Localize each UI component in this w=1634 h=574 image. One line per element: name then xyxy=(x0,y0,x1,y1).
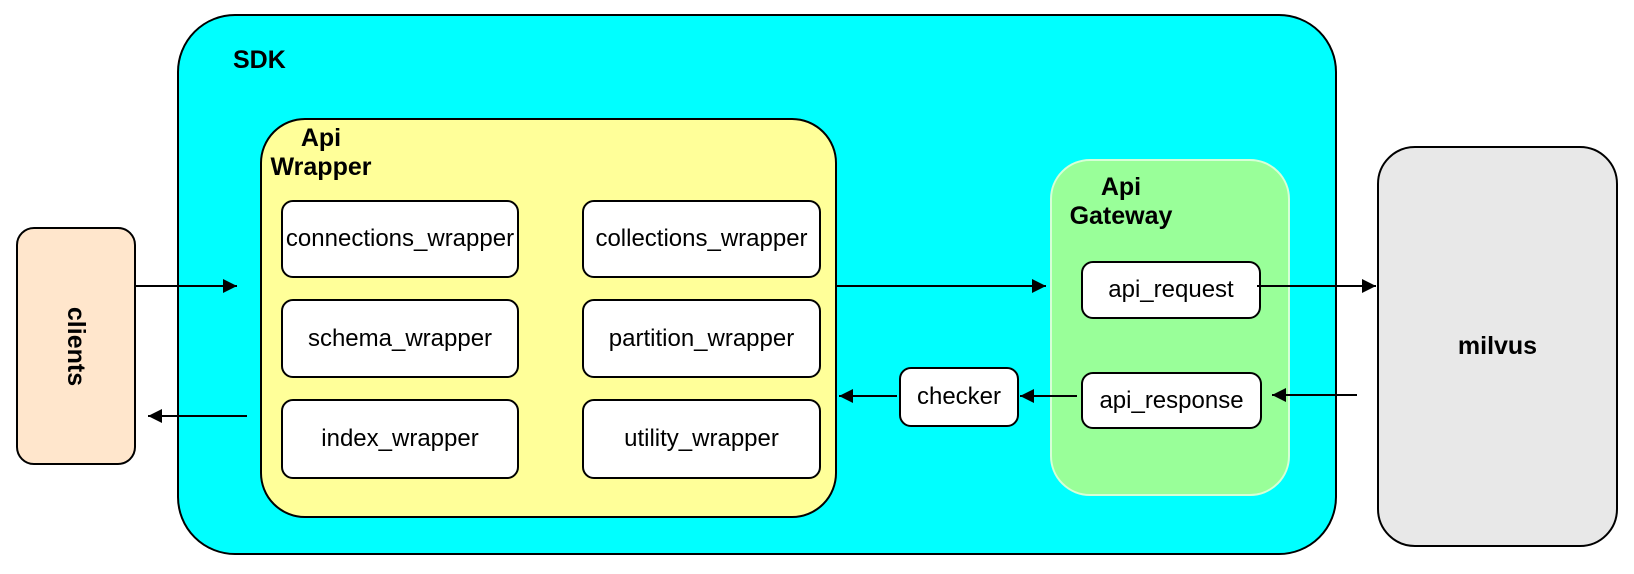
milvus-label: milvus xyxy=(1457,332,1538,360)
connections-wrapper-node: connections_wrapper xyxy=(281,200,519,278)
milvus-node: milvus xyxy=(1377,146,1618,547)
api-wrapper-label-line2: Wrapper xyxy=(270,153,372,181)
api-gateway-label-line1: Api xyxy=(1100,173,1142,201)
sdk-label: SDK xyxy=(233,46,286,74)
index-wrapper-node: index_wrapper xyxy=(281,399,519,479)
collections-wrapper-node: collections_wrapper xyxy=(582,200,821,278)
checker-node: checker xyxy=(899,367,1019,427)
api-response-node: api_response xyxy=(1081,372,1262,429)
api-wrapper-label-line1: Api xyxy=(300,124,342,152)
api-gateway-label-line2: Gateway xyxy=(1069,202,1173,230)
clients-label: clients xyxy=(62,306,91,386)
api-wrapper-grid: connections_wrapper collections_wrapper … xyxy=(281,200,821,479)
api-wrapper-label: Api Wrapper xyxy=(262,124,380,182)
sdk-container: SDK Api Wrapper connections_wrapper coll… xyxy=(177,14,1337,555)
api-wrapper-container: Api Wrapper connections_wrapper collecti… xyxy=(260,118,837,518)
clients-node: clients xyxy=(16,227,136,465)
api-gateway-container: Api Gateway api_request api_response xyxy=(1050,159,1290,496)
partition-wrapper-node: partition_wrapper xyxy=(582,299,821,378)
api-request-node: api_request xyxy=(1081,261,1261,319)
api-gateway-label: Api Gateway xyxy=(1066,173,1176,231)
utility-wrapper-node: utility_wrapper xyxy=(582,399,821,479)
schema-wrapper-node: schema_wrapper xyxy=(281,299,519,378)
